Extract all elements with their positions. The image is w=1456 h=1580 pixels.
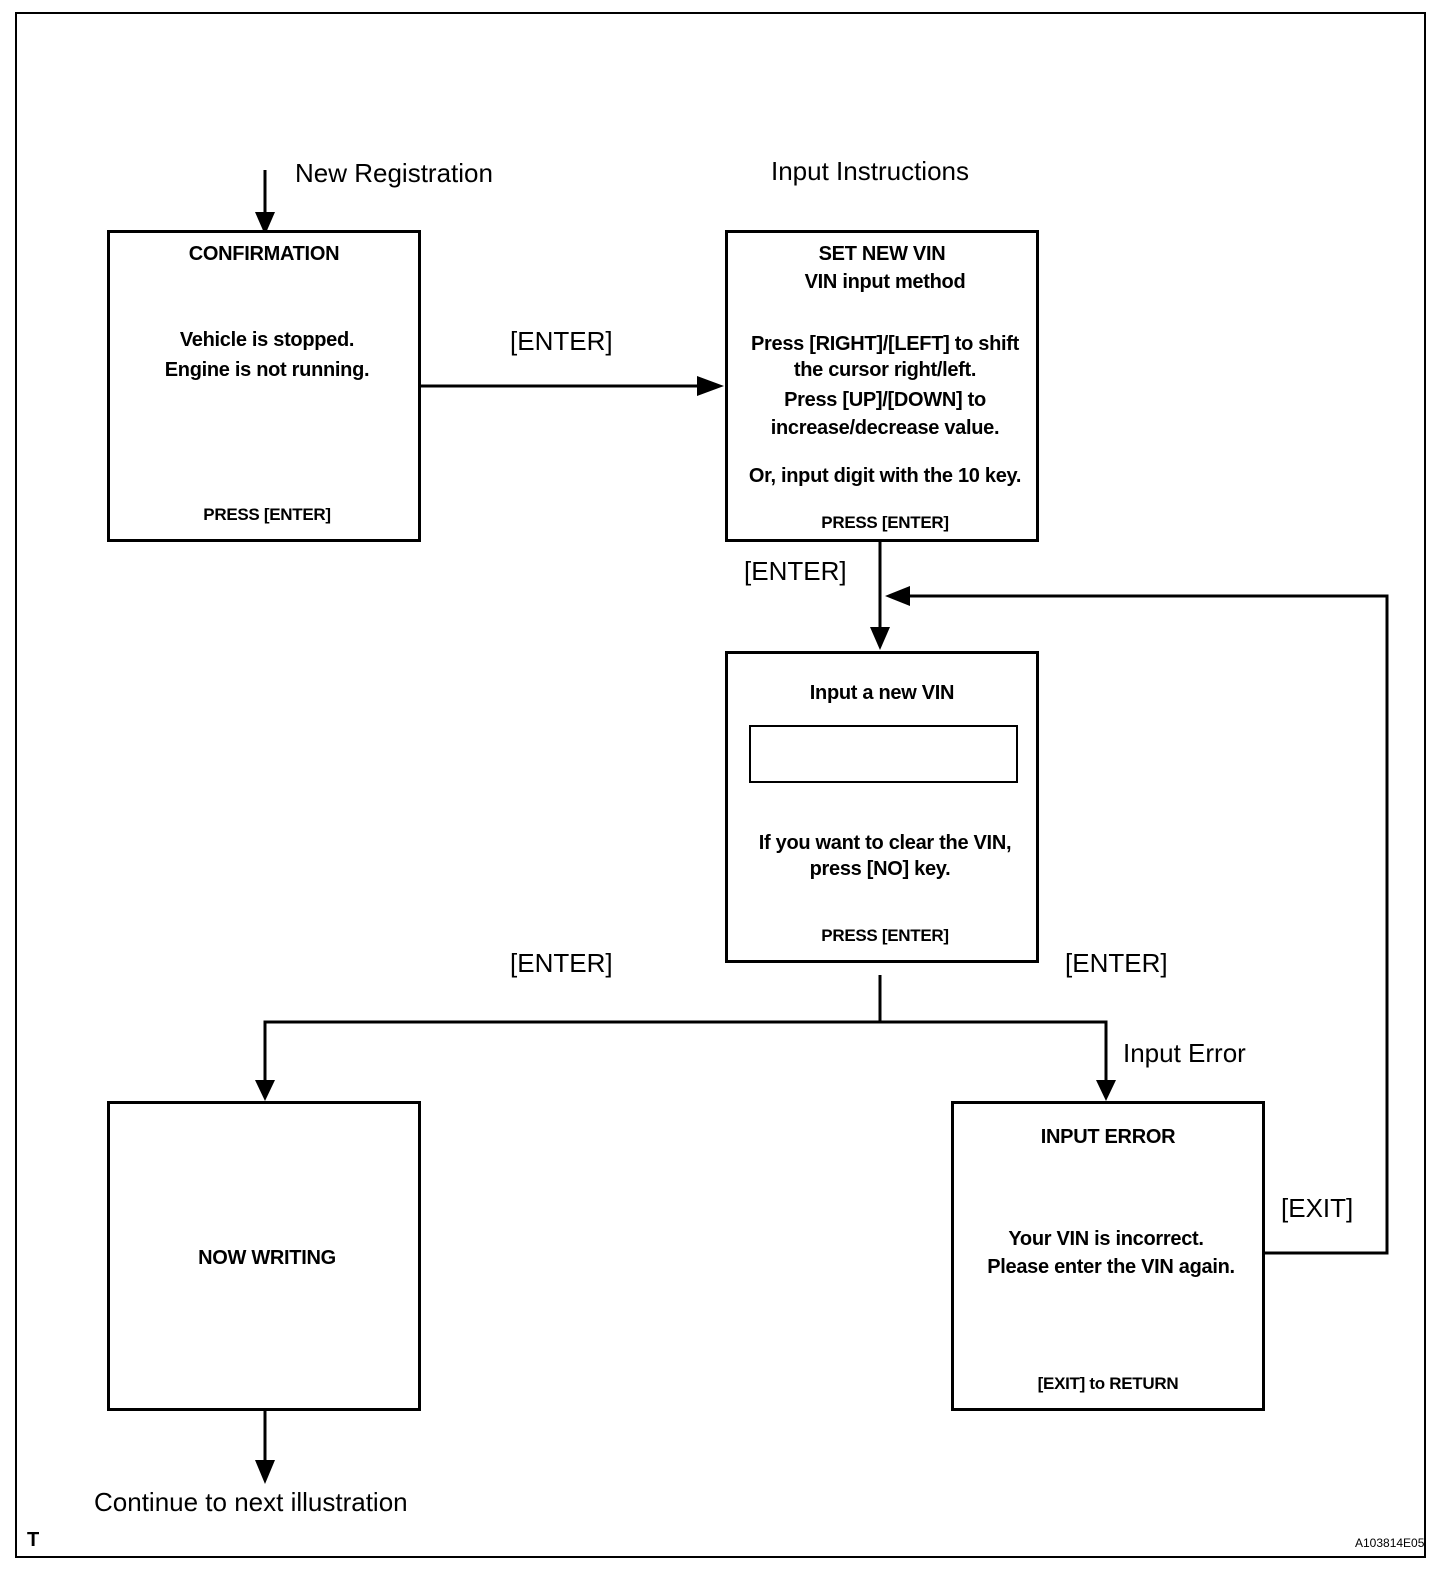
input-vin-footer: PRESS [ENTER] (821, 926, 949, 945)
input-vin-line1: If you want to clear the VIN, (758, 832, 1012, 854)
input-vin-screen: Input a new VIN If you want to clear the… (725, 651, 1039, 963)
input-error-line1: Your VIN is incorrect. (1008, 1228, 1204, 1250)
split-bar (263, 1020, 1108, 1082)
set-new-vin-line2: the cursor right/left. (793, 359, 977, 381)
enter-label-1: [ENTER] (510, 326, 613, 356)
input-vin-title: Input a new VIN (809, 682, 955, 704)
set-new-vin-title: SET NEW VIN (818, 243, 946, 265)
set-new-vin-line3: Press [UP]/[DOWN] to (784, 389, 986, 411)
corner-mark: T (27, 1529, 40, 1551)
continue-label: Continue to next illustration (94, 1487, 408, 1517)
now-writing-title: NOW WRITING (198, 1247, 336, 1269)
vin-input-field[interactable] (749, 725, 1018, 783)
input-error-line2: Please enter the VIN again. (987, 1256, 1235, 1278)
input-vin-line2: press [NO] key. (809, 858, 951, 880)
set-new-vin-line4: increase/decrease value. (770, 417, 1000, 439)
enter-label-2: [ENTER] (744, 556, 847, 586)
input-error-footer: [EXIT] to RETURN (1037, 1374, 1179, 1393)
now-writing-screen: NOW WRITING (107, 1101, 421, 1411)
input-instructions-label: Input Instructions (771, 156, 969, 186)
set-new-vin-screen: SET NEW VIN VIN input method Press [RIGH… (725, 230, 1039, 542)
confirmation-footer: PRESS [ENTER] (203, 505, 331, 524)
set-new-vin-subtitle: VIN input method (804, 271, 966, 293)
figure-frame (15, 12, 1426, 1558)
input-error-label: Input Error (1123, 1038, 1246, 1068)
set-new-vin-footer: PRESS [ENTER] (821, 513, 949, 532)
figure-code: A103814E05 (1355, 1536, 1425, 1550)
exit-label: [EXIT] (1281, 1193, 1354, 1223)
enter-label-4: [ENTER] (1065, 948, 1168, 978)
return-line-exit (905, 594, 1389, 1255)
set-new-vin-line5: Or, input digit with the 10 key. (748, 465, 1022, 487)
confirmation-line2: Engine is not running. (164, 359, 370, 381)
new-registration-label: New Registration (295, 158, 493, 188)
confirmation-screen: CONFIRMATION Vehicle is stopped. Engine … (107, 230, 421, 542)
input-error-screen: INPUT ERROR Your VIN is incorrect. Pleas… (951, 1101, 1265, 1411)
confirmation-title: CONFIRMATION (188, 243, 340, 265)
set-new-vin-line1: Press [RIGHT]/[LEFT] to shift (751, 333, 1019, 355)
input-error-title: INPUT ERROR (1040, 1126, 1176, 1148)
enter-label-3: [ENTER] (510, 948, 613, 978)
confirmation-line1: Vehicle is stopped. (179, 329, 355, 351)
